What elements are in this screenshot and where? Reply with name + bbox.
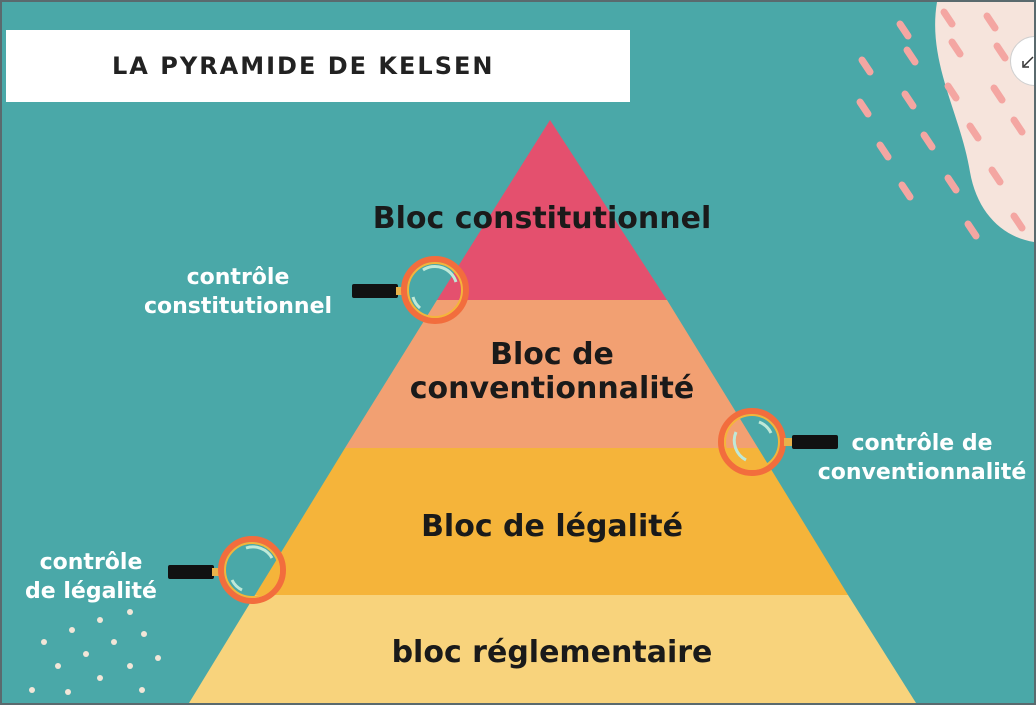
control-label-line: de légalité [25,578,157,604]
top-right-blob [935,2,1034,242]
control-label-legalite: contrôle de légalité [16,549,166,606]
control-label-constitutionnel: contrôle constitutionnel [134,264,342,321]
tier-reglementaire [189,595,916,703]
magnifier-icon [718,408,838,476]
tier-constitutionnel [437,120,667,300]
control-label-line: contrôle [39,550,143,575]
expand-arrow-icon [1022,56,1034,68]
tier-label-legalite: Bloc de légalité [421,509,683,544]
tier-label-reglementaire: bloc réglementaire [391,635,713,670]
tier-legalite [255,448,848,595]
control-label-line: conventionnalité [817,459,1027,485]
title-box: LA PYRAMIDE DE KELSEN [6,30,630,102]
tier-label-constitutionnel: Bloc constitutionnel [372,201,712,236]
magnifier-icon [352,256,469,324]
control-label-line: contrôle de [851,431,993,456]
bottom-left-dots [29,609,161,695]
magnifier-icon [168,536,286,604]
tier-label-conventionnalite: Bloc de conventionnalité [409,337,695,406]
control-label-conventionnalite: contrôle de conventionnalité [806,430,1034,487]
page-title: LA PYRAMIDE DE KELSEN [112,52,495,80]
control-label-line: contrôle [186,265,290,290]
pink-dashes [856,8,1026,240]
control-label-line: constitutionnel [143,293,333,319]
tier-conventionnalite [345,300,758,448]
